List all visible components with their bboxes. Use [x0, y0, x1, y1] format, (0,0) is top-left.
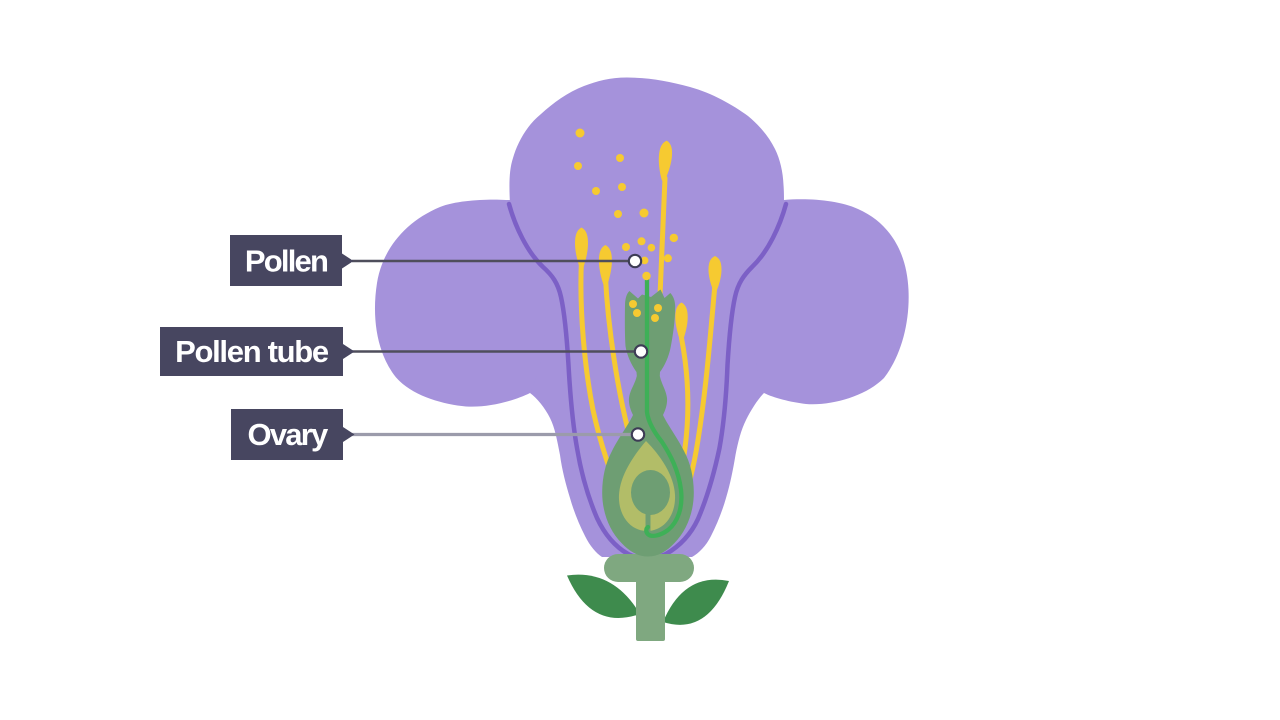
- svg-text:Pollen tube: Pollen tube: [175, 334, 329, 369]
- svg-text:Ovary: Ovary: [248, 417, 329, 452]
- svg-text:Pollen: Pollen: [245, 244, 328, 279]
